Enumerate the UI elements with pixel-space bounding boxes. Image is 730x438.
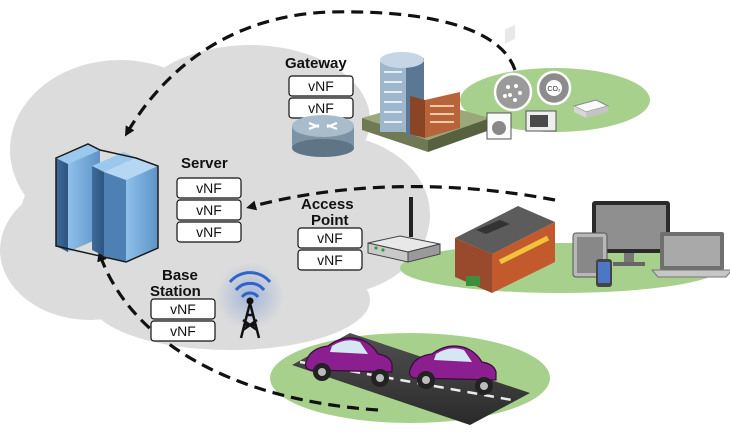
car-icon bbox=[304, 337, 393, 387]
co2-label: CO₂ bbox=[547, 86, 561, 93]
car-icon bbox=[408, 345, 497, 395]
vnf-label: vNF bbox=[317, 230, 343, 246]
microwave-icon bbox=[525, 110, 557, 132]
vnf-label: vNF bbox=[196, 224, 222, 240]
phone-icon bbox=[596, 259, 612, 287]
vnf-label: vNF bbox=[170, 301, 196, 317]
base-station-label-line2: Station bbox=[150, 283, 201, 300]
desktop-monitor-icon bbox=[592, 201, 670, 266]
base-station-label-line1: Base bbox=[162, 267, 198, 284]
access-point-label-line1: Access bbox=[301, 196, 354, 213]
arrow-accesspoint-to-server bbox=[246, 185, 556, 211]
arrow-road-to-server bbox=[97, 251, 379, 412]
wifi-router-icon bbox=[367, 197, 441, 263]
vnf-label: vNF bbox=[196, 202, 222, 218]
vnf-label: vNF bbox=[317, 252, 343, 268]
vnf-label: vNF bbox=[308, 100, 334, 116]
server-label: Server bbox=[181, 155, 228, 172]
server-vnf-stack: vNF vNF vNF bbox=[176, 177, 242, 243]
shop-icon bbox=[455, 24, 555, 293]
access-point-label-line2: Point bbox=[311, 212, 349, 229]
hub-device-icon bbox=[572, 99, 610, 118]
iot-devices: CO₂ bbox=[486, 70, 610, 140]
gateway-label: Gateway bbox=[285, 55, 347, 72]
vnf-label: vNF bbox=[308, 78, 334, 94]
access-point-vnf-stack: vNF vNF bbox=[297, 227, 363, 271]
server-icon bbox=[55, 143, 159, 263]
smoke-detector-icon bbox=[493, 72, 533, 112]
vnf-label: vNF bbox=[170, 323, 196, 339]
office-building-icon bbox=[362, 52, 490, 152]
vnf-label: vNF bbox=[196, 180, 222, 196]
washing-machine-icon bbox=[486, 112, 512, 140]
gateway-vnf-stack: vNF vNF bbox=[288, 75, 354, 119]
base-station-vnf-stack: vNF vNF bbox=[150, 298, 216, 342]
devices-group bbox=[572, 201, 730, 287]
laptop-icon bbox=[650, 232, 730, 278]
router-icon bbox=[292, 115, 354, 157]
cell-tower-icon bbox=[216, 262, 284, 339]
co2-sensor-icon: CO₂ bbox=[536, 70, 572, 106]
